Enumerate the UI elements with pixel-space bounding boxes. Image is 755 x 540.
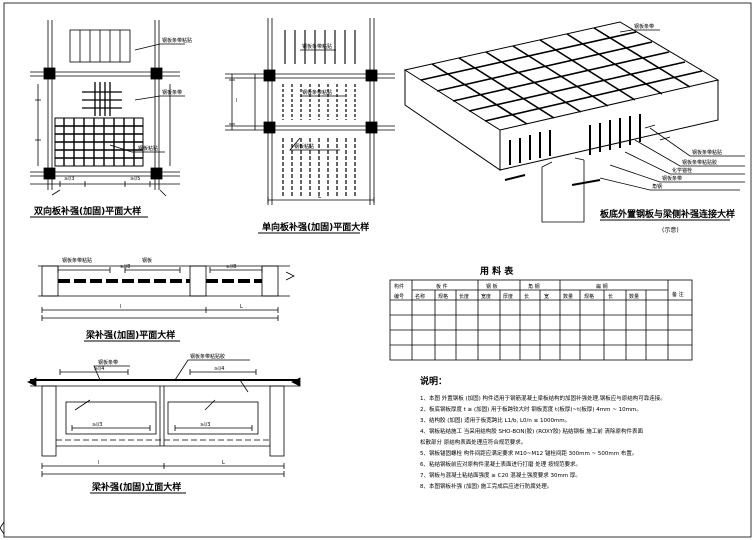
sheet-border xyxy=(3,2,752,538)
beam-plan-dim-l8b: ≥l/8 xyxy=(226,264,236,270)
beam-plan-caption: 梁补强(加固)平面大样 xyxy=(85,329,175,341)
beam-elev-dim-l3b: ≥l/3 xyxy=(200,422,210,428)
table-header-1: 板 件 xyxy=(436,283,448,290)
notes-title: 说明： xyxy=(420,375,447,387)
beam-elev-drawing: 钢板条带 钢板条带粘贴胶 ≥l/4 ≥l/4 ≥l/3 ≥l/3 l L xyxy=(27,353,301,494)
iso-drawing: 钢板条带 钢板条带粘贴 钢板条带粘贴胶 化学锚栓 钢板条带 角钢 xyxy=(403,21,745,223)
materials-table-title: 用 料 表 xyxy=(479,265,514,277)
table-sub-7: 宽 xyxy=(544,293,549,300)
svg-text:钢板粘贴: 钢板粘贴 xyxy=(294,143,314,150)
svg-text:钢板条带: 钢板条带 xyxy=(162,89,182,96)
table-sub-10: 长 xyxy=(608,293,613,300)
table-sub-8: 数量 xyxy=(563,293,573,300)
beam-plan-dim-l: l xyxy=(120,304,121,310)
svg-text:钢板条带粘贴胶: 钢板条带粘贴胶 xyxy=(682,159,717,166)
note-line-3: 3、结构胶 (加固) 适用于板宽跨比 L1/b, L0/n ≤ 1000mm。 xyxy=(420,416,570,424)
table-sub-6: 长 xyxy=(524,293,529,300)
note-line-7: 6、粘结钢板前应对原构件混凝土表面进行打磨 处理 按规范要求。 xyxy=(420,460,581,468)
note-line-4: 4、钢板粘结施工 当采用结构胶 SHO-BON(胶) (ROXY胶) 粘结钢板 … xyxy=(420,427,644,435)
beam-elev-dim-L: L xyxy=(222,460,225,466)
table-header-4: 扁 钢 xyxy=(596,283,608,290)
svg-text:l: l xyxy=(236,98,237,104)
table-header-2: 钢 板 xyxy=(486,283,498,290)
svg-text:角钢: 角钢 xyxy=(652,183,662,190)
table-sub-11: 数量 xyxy=(629,293,639,300)
beam-plan-drawing: 钢板条带粘贴 钢板 ≥l/8 ≥l/8 l L xyxy=(38,257,295,342)
plan-a-caption: 双向板补强(加固)平面大样 xyxy=(34,205,141,217)
note-line-6: 5、钢板锚固螺栓 构件间距应满足要求 M10~M12 锚栓间距 300mm ~ … xyxy=(420,449,637,457)
svg-text:钢板条带粘贴: 钢板条带粘贴 xyxy=(692,149,722,156)
svg-text:钢板条带粘贴胶: 钢板条带粘贴胶 xyxy=(190,353,225,360)
svg-text:钢板条带: 钢板条带 xyxy=(634,23,654,30)
beam-plan-dim-L: L xyxy=(240,304,243,310)
table-sub-5: 厚度 xyxy=(503,293,513,300)
note-line-5: 松散部分 原结构表面处理应符合规范要求。 xyxy=(420,438,526,446)
table-header-0: 构件 xyxy=(394,283,404,290)
sheet-edge-marker xyxy=(0,521,5,535)
plan-b-drawing: L 钢板条带粘贴 钢板条带粘贴 钢板粘贴 l xyxy=(225,18,395,234)
plan-a-dim-l3: ≥l/3 xyxy=(64,176,74,182)
plan-b-caption: 单向板补强(加固)平面大样 xyxy=(262,221,369,233)
table-sub-9: 规格 xyxy=(584,293,594,300)
iso-caption: 板底外置钢板与梁侧补强连接大样 xyxy=(600,208,735,220)
table-sub-0: 编号 xyxy=(394,293,404,300)
beam-elev-dim-l4b: ≥l/4 xyxy=(214,366,224,372)
svg-text:化学锚栓: 化学锚栓 xyxy=(672,167,692,174)
plan-a-drawing: 钢板条带粘贴 钢板条带 钢板粘贴 ≥l/3 ≥l/5 xyxy=(30,20,192,218)
table-sub-1: 名称 xyxy=(415,293,425,300)
note-line-2: 2、板底钢板厚度 t ≥ (加固) 用于板跨较大时 钢板宽度 t(板厚)~t(板… xyxy=(420,405,642,413)
beam-plan-dim-l8a: ≥l/8 xyxy=(120,264,130,270)
table-sub-3: 长度 xyxy=(459,293,469,300)
table-sub-2: 规格 xyxy=(438,293,448,300)
svg-text:钢板条带粘贴: 钢板条带粘贴 xyxy=(62,257,92,264)
note-line-8: 7、钢板与混凝土粘结面强度 ≥ C20 混凝土强度要求 30mm 厚。 xyxy=(420,471,581,479)
table-header-3: 角 钢 xyxy=(528,283,540,290)
table-sub-4: 宽度 xyxy=(481,293,491,300)
plan-b-dim-L: L xyxy=(318,193,322,200)
table-header-5: 备 注 xyxy=(672,291,684,298)
svg-text:钢板条带粘贴: 钢板条带粘贴 xyxy=(162,37,192,44)
svg-text:钢板条带: 钢板条带 xyxy=(662,175,682,182)
beam-elev-dim-l3a: ≥l/3 xyxy=(92,422,102,428)
svg-text:钢板条带粘贴: 钢板条带粘贴 xyxy=(302,89,332,96)
svg-text:钢板条带: 钢板条带 xyxy=(98,359,118,366)
note-line-1: 1、本图 外置钢板 (加固) 构件适用于钢筋混凝土梁板结构的加固补强处理,钢板应… xyxy=(420,394,666,402)
svg-text:钢板条带粘贴: 钢板条带粘贴 xyxy=(302,43,332,50)
iso-note: (示意) xyxy=(662,226,679,234)
beam-elev-dim-l4a: ≥l/4 xyxy=(94,366,104,372)
svg-text:钢板: 钢板 xyxy=(142,257,152,264)
beam-elev-caption: 梁补强(加固)立面大样 xyxy=(91,481,181,493)
note-line-9: 8、本图钢板补强 (加固) 施工完成后应进行防腐处理。 xyxy=(420,482,552,490)
materials-table xyxy=(389,279,693,361)
plan-a-dim-l5: ≥l/5 xyxy=(130,176,140,182)
svg-text:钢板粘贴: 钢板粘贴 xyxy=(138,145,158,152)
beam-elev-dim-l: l xyxy=(98,460,99,466)
